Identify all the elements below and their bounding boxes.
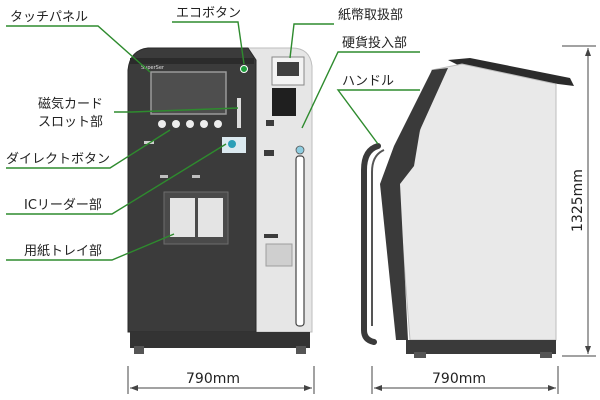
side-front-face — [380, 68, 448, 340]
front-header-strip — [130, 58, 254, 64]
front-view: SuperSer — [127, 47, 313, 354]
lower-window — [265, 243, 293, 267]
screen-logo: SuperSer — [141, 65, 165, 71]
label-eco-button: エコボタン — [176, 6, 241, 21]
touch-panel-screen — [150, 71, 227, 115]
label-ic-reader: ICリーダー部 — [24, 198, 102, 213]
label-coin-unit: 硬貨投入部 — [342, 35, 407, 51]
dim-side-depth: 790mm — [432, 371, 486, 387]
card-slot-shape — [237, 98, 241, 128]
label-paper-tray: 用紙トレイ部 — [24, 244, 102, 259]
side-lid — [448, 58, 574, 86]
side-handle — [361, 143, 381, 345]
label-bill-unit: 紙幣取扱部 — [338, 8, 403, 23]
label-card-slot-line2: スロット部 — [38, 115, 103, 130]
ic-reader-icon — [228, 140, 236, 148]
paper-tray-right — [198, 198, 223, 237]
dim-front-width: 790mm — [186, 371, 240, 387]
label-handle: ハンドル — [342, 74, 394, 89]
paper-tray-left — [170, 198, 195, 237]
label-touch-panel: タッチパネル — [10, 10, 88, 25]
label-card-slot-line1: 磁気カード — [38, 96, 103, 112]
labels: タッチパネル エコボタン 紙幣取扱部 硬貨投入部 ハンドル 磁気カード スロット… — [6, 6, 407, 259]
coin-unit-shape — [295, 145, 305, 155]
eco-button-shape — [240, 65, 248, 73]
direct-buttons — [158, 120, 222, 128]
side-view — [361, 58, 574, 358]
front-dark-body — [127, 47, 257, 333]
leader-lines — [6, 21, 420, 261]
dim-height: 1325mm — [570, 169, 586, 232]
dimensions: 790mm 790mm 1325mm — [127, 45, 596, 394]
label-direct-button: ダイレクトボタン — [6, 152, 110, 167]
